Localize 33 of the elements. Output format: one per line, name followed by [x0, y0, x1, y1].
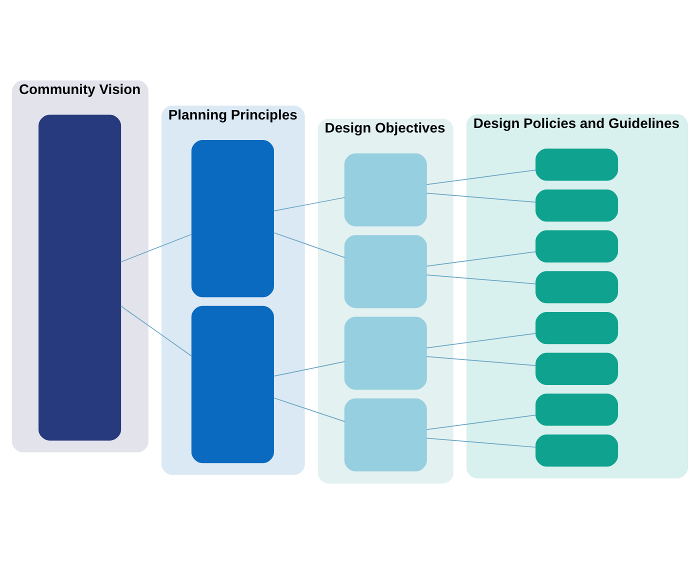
- cluster: Community Vision: [12, 80, 148, 452]
- connector: [273, 196, 346, 211]
- connector: [426, 414, 536, 430]
- node-box: [344, 398, 427, 471]
- node-box: [344, 234, 427, 308]
- connector: [426, 356, 536, 366]
- cluster: Planning Principles: [161, 105, 305, 474]
- node-box: [536, 230, 618, 262]
- connector: [426, 274, 536, 284]
- connector: [120, 233, 192, 262]
- connector: [273, 232, 346, 258]
- connector: [426, 169, 536, 184]
- node-box: [536, 270, 618, 303]
- cluster: Design Policies and Guidelines: [466, 114, 688, 478]
- cluster: Design Objectives: [318, 118, 454, 484]
- node-box: [191, 139, 274, 297]
- node-box: [536, 148, 618, 180]
- node-box: [38, 114, 122, 440]
- connector: [426, 332, 536, 348]
- connector: [426, 437, 536, 448]
- connector: [120, 305, 192, 356]
- connector: [273, 360, 346, 376]
- node-box: [536, 393, 618, 426]
- node-box: [536, 352, 618, 384]
- connector: [426, 192, 536, 202]
- node-box: [536, 311, 618, 344]
- node-box: [344, 152, 427, 226]
- node-box: [536, 188, 618, 222]
- node-box: [536, 434, 618, 466]
- connector: [426, 250, 536, 266]
- connector: [273, 396, 346, 422]
- node-box: [191, 305, 274, 463]
- node-box: [344, 316, 427, 390]
